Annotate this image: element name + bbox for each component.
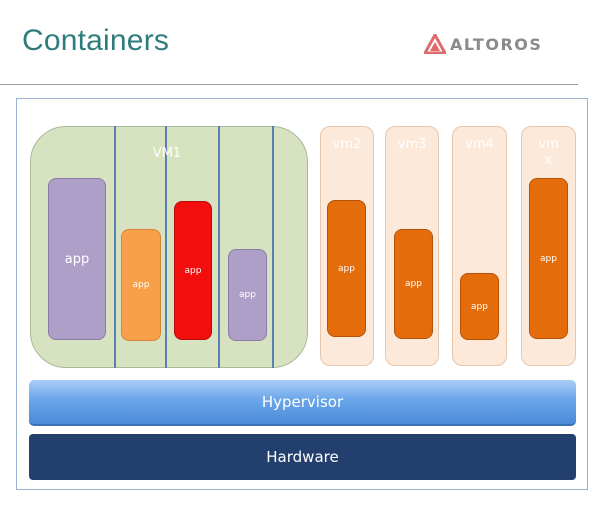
- vm3-app: app: [394, 229, 433, 339]
- altoros-logo: ALTOROS: [424, 34, 576, 56]
- vm2-app: app: [327, 200, 366, 337]
- vm1-label: VM1: [152, 146, 182, 161]
- vm1-divider: [114, 126, 116, 368]
- vmx-label: vm x: [538, 137, 559, 168]
- vm4-label: vm4: [465, 137, 494, 152]
- vm1-app-3: app: [174, 201, 212, 340]
- vm1-app-4: app: [228, 249, 267, 341]
- title-divider: [0, 84, 578, 85]
- hypervisor-layer: Hypervisor: [29, 380, 576, 426]
- vm1-divider: [165, 126, 167, 368]
- vmx-app: app: [529, 178, 568, 339]
- vm1-app-2: app: [121, 229, 161, 341]
- vm3-label: vm3: [397, 137, 427, 152]
- logo-triangle-icon: [424, 34, 446, 54]
- vm1-app-1: app: [48, 178, 106, 340]
- slide-title: Containers: [22, 24, 170, 57]
- vm1-divider: [218, 126, 220, 368]
- vm1-divider: [272, 126, 274, 368]
- vm4-app: app: [460, 273, 499, 340]
- vm2-label: vm2: [332, 137, 362, 152]
- logo-text: ALTOROS: [450, 35, 543, 54]
- hardware-layer: Hardware: [29, 434, 576, 480]
